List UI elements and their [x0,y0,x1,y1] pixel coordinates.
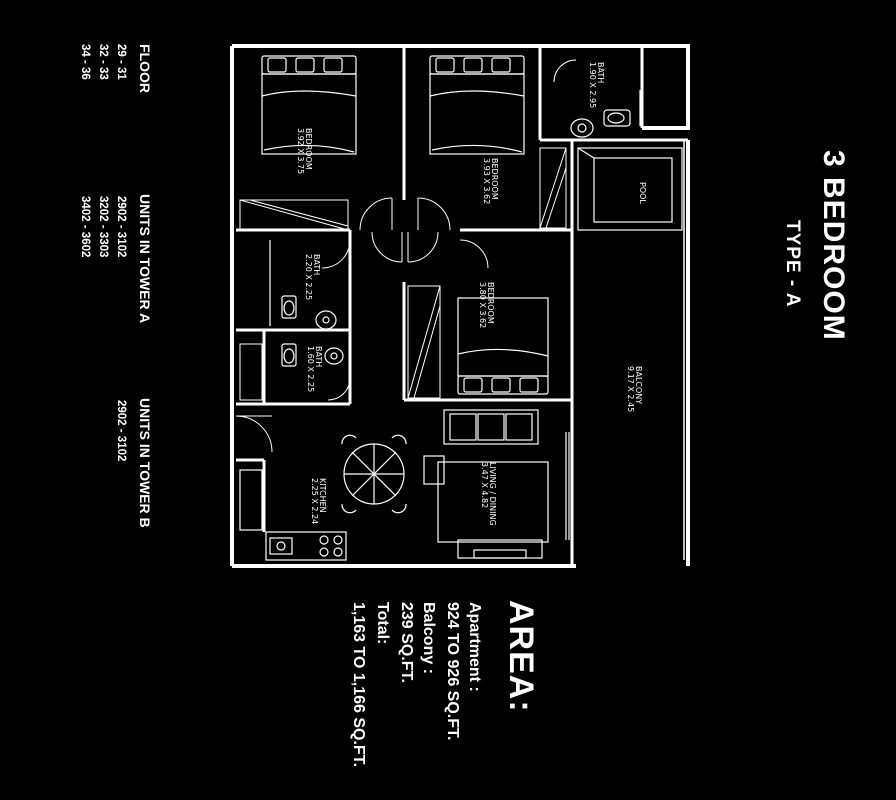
area-heading: AREA: [502,600,540,713]
page-title: 3 BEDROOM [817,150,850,341]
area-balcony-label: Balcony : [420,602,437,675]
table-cell-tower-a-1: 2902 - 3102 [115,196,127,258]
room-dims: 9.17 X 2.45 [626,366,635,413]
room-label-bedroom-3: BEDROOM 3.80 X 3.62 [478,282,495,329]
table-cell-tower-a-3: 3402 - 3602 [79,196,91,258]
room-dims: 2.20 X 2.25 [304,254,313,301]
area-apartment-value: 924 TO 926 SQ.FT. [444,602,461,741]
room-label-bath-3: BATH 1.60 X 2.25 [306,346,323,393]
pool-outline [577,147,683,231]
dining-set [341,434,407,514]
room-name: BALCONY [634,366,643,405]
room-name: KITCHEN [318,478,327,513]
door-swings [235,59,577,453]
table-cell-floor-3: 34 - 36 [79,44,91,80]
room-dims: 3.93 X 3.62 [482,158,491,205]
balcony-slider [565,432,570,540]
table-header-floor: FLOOR [137,44,153,93]
room-dims: 3.80 X 3.62 [478,282,487,329]
table-cell-tower-b-1: 2902 - 3102 [115,400,127,462]
room-dims: 3.47 X 4.82 [480,462,489,509]
interior-walls [236,48,688,566]
room-dims: 2.25 X 2.24 [310,478,319,525]
bath-3-fixtures [281,343,344,367]
room-label-balcony: BALCONY 9.17 X 2.45 [626,366,643,413]
room-label-bedroom-1: BEDROOM 3.92 X 3.75 [296,128,313,175]
area-total-value: 1,163 TO 1,166 SQ.FT. [350,602,367,768]
room-name: BATH [312,254,321,276]
room-label-kitchen: KITCHEN 2.25 X 2.24 [310,478,327,525]
bed-3 [457,297,549,395]
table-header-tower-a: UNITS IN TOWER A [137,194,153,324]
room-label-bedroom-2: BEDROOM 3.93 X 3.62 [482,158,499,205]
bed-2 [429,55,525,155]
area-total-label: Total: [374,602,391,645]
room-name: BATH [596,62,605,84]
table-cell-floor-1: 29 - 31 [115,44,127,80]
room-dims: 3.92 X 3.75 [296,128,305,175]
table-header-tower-b: UNITS IN TOWER B [137,398,153,528]
kitchen-counter [239,469,347,561]
bed-1 [261,55,357,155]
room-name: BATH [314,346,323,368]
room-label-pool: POOL [638,182,647,204]
bath-1-fixtures [570,90,641,138]
wardrobe-hatching [239,147,567,401]
table-cell-tower-a-2: 3202 - 3303 [97,196,109,258]
room-name: BEDROOM [486,282,495,324]
page-subtitle: TYPE - A [782,220,803,308]
room-name: BEDROOM [304,128,313,170]
room-name: BEDROOM [490,158,499,200]
room-label-bath-1: BATH 1.90 X 2.95 [588,62,605,109]
area-balcony-value: 239 SQ.FT. [398,602,415,683]
room-dims: 1.90 X 2.95 [588,62,597,109]
living-furniture [423,409,549,559]
exterior-walls [230,44,690,568]
area-apartment-label: Apartment : [466,602,483,692]
room-label-bath-2: BATH 2.20 X 2.25 [304,254,321,301]
bath-2-fixtures [269,240,337,330]
table-cell-floor-2: 32 - 33 [97,44,109,80]
room-name: LIVING / DINING [488,462,497,526]
room-label-living: LIVING / DINING 3.47 X 4.82 [480,462,497,526]
room-name: POOL [638,182,647,204]
room-dims: 1.60 X 2.25 [306,346,315,393]
